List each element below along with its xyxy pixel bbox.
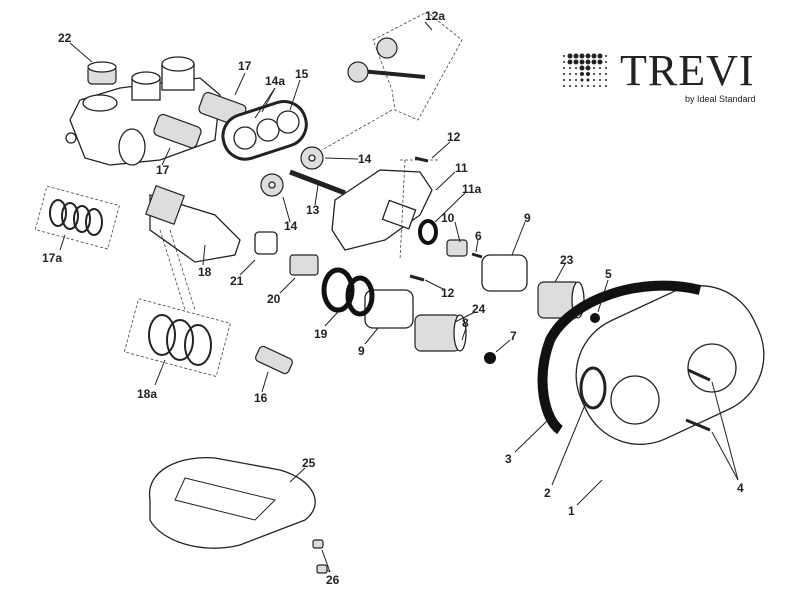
faceplate-1-part: [575, 285, 765, 445]
cap-22-part: [87, 61, 117, 85]
washer-7-part: [484, 352, 496, 364]
callout-26: 26: [326, 573, 340, 587]
spline-20-part: [289, 254, 319, 276]
screws-12-parts: [409, 156, 483, 282]
callout-24: 24: [472, 302, 486, 316]
callout-18a: 18a: [137, 387, 157, 401]
housing-25-part: [148, 456, 316, 549]
callout-9-lower: 9: [358, 344, 365, 358]
callout-2: 2: [544, 486, 551, 500]
callout-12a: 12a: [425, 9, 445, 23]
callout-11: 11: [455, 161, 468, 175]
callout-19: 19: [314, 327, 328, 341]
callout-12-lower: 12: [441, 286, 455, 300]
sleeve-9-part: [481, 254, 528, 292]
handle-24-part: [414, 314, 467, 352]
callout-17: 17: [238, 59, 252, 73]
callout-6: 6: [475, 229, 482, 243]
ring-2-part: [579, 366, 607, 410]
callout-13: 13: [306, 203, 320, 217]
cartridge-18-part: [145, 185, 241, 311]
oring-11a-part: [418, 219, 438, 245]
valve-body-part: [65, 56, 221, 166]
spindle-13-part: [260, 146, 346, 197]
trevi-logo: TREVI by Ideal Standard: [560, 48, 770, 110]
screws-26-parts: [312, 539, 328, 574]
callout-4: 4: [737, 481, 744, 495]
cover-11-part: [331, 159, 440, 261]
callout-18: 18: [198, 265, 212, 279]
seals-19-parts: [321, 267, 375, 317]
screws-4-parts: [685, 368, 711, 432]
callout-17a: 17a: [42, 251, 62, 265]
knob-10-part: [446, 239, 468, 257]
callout-17-lower: 17: [156, 163, 170, 177]
callout-23: 23: [560, 253, 574, 267]
callout-14: 14: [358, 152, 372, 166]
logo-dot-grid-icon: [563, 53, 607, 87]
callout-16: 16: [254, 391, 268, 405]
callout-22: 22: [58, 31, 72, 45]
callout-8: 8: [462, 316, 469, 330]
rings-17a-box: [34, 185, 120, 250]
callout-21: 21: [230, 274, 244, 288]
nipple-16-part: [255, 345, 293, 375]
callout-5: 5: [605, 267, 612, 281]
callout-10: 10: [441, 211, 455, 225]
rings-18a-box: [123, 298, 231, 377]
logo-brand-text: TREVI: [620, 46, 755, 95]
seal-3-part: [537, 280, 702, 435]
logo-subtitle: by Ideal Standard: [685, 94, 756, 104]
callout-12: 12: [447, 130, 461, 144]
callout-7: 7: [510, 329, 517, 343]
callout-14-lower: 14: [284, 219, 298, 233]
callout-9: 9: [524, 211, 531, 225]
callout-11a: 11a: [462, 182, 482, 196]
adapter-21-part: [254, 231, 278, 255]
leader-lines: [59, 21, 739, 573]
gasket-plate-15-part: [221, 100, 308, 161]
callout-20: 20: [267, 292, 281, 306]
callout-1: 1: [568, 504, 575, 518]
detail-12a-box: [321, 11, 463, 151]
callout-14a: 14a: [265, 74, 285, 88]
callout-3: 3: [505, 452, 512, 466]
washer-5-part: [590, 313, 600, 323]
sleeve-9-low-part: [364, 289, 414, 329]
callout-15: 15: [295, 67, 309, 81]
callout-25: 25: [302, 456, 316, 470]
